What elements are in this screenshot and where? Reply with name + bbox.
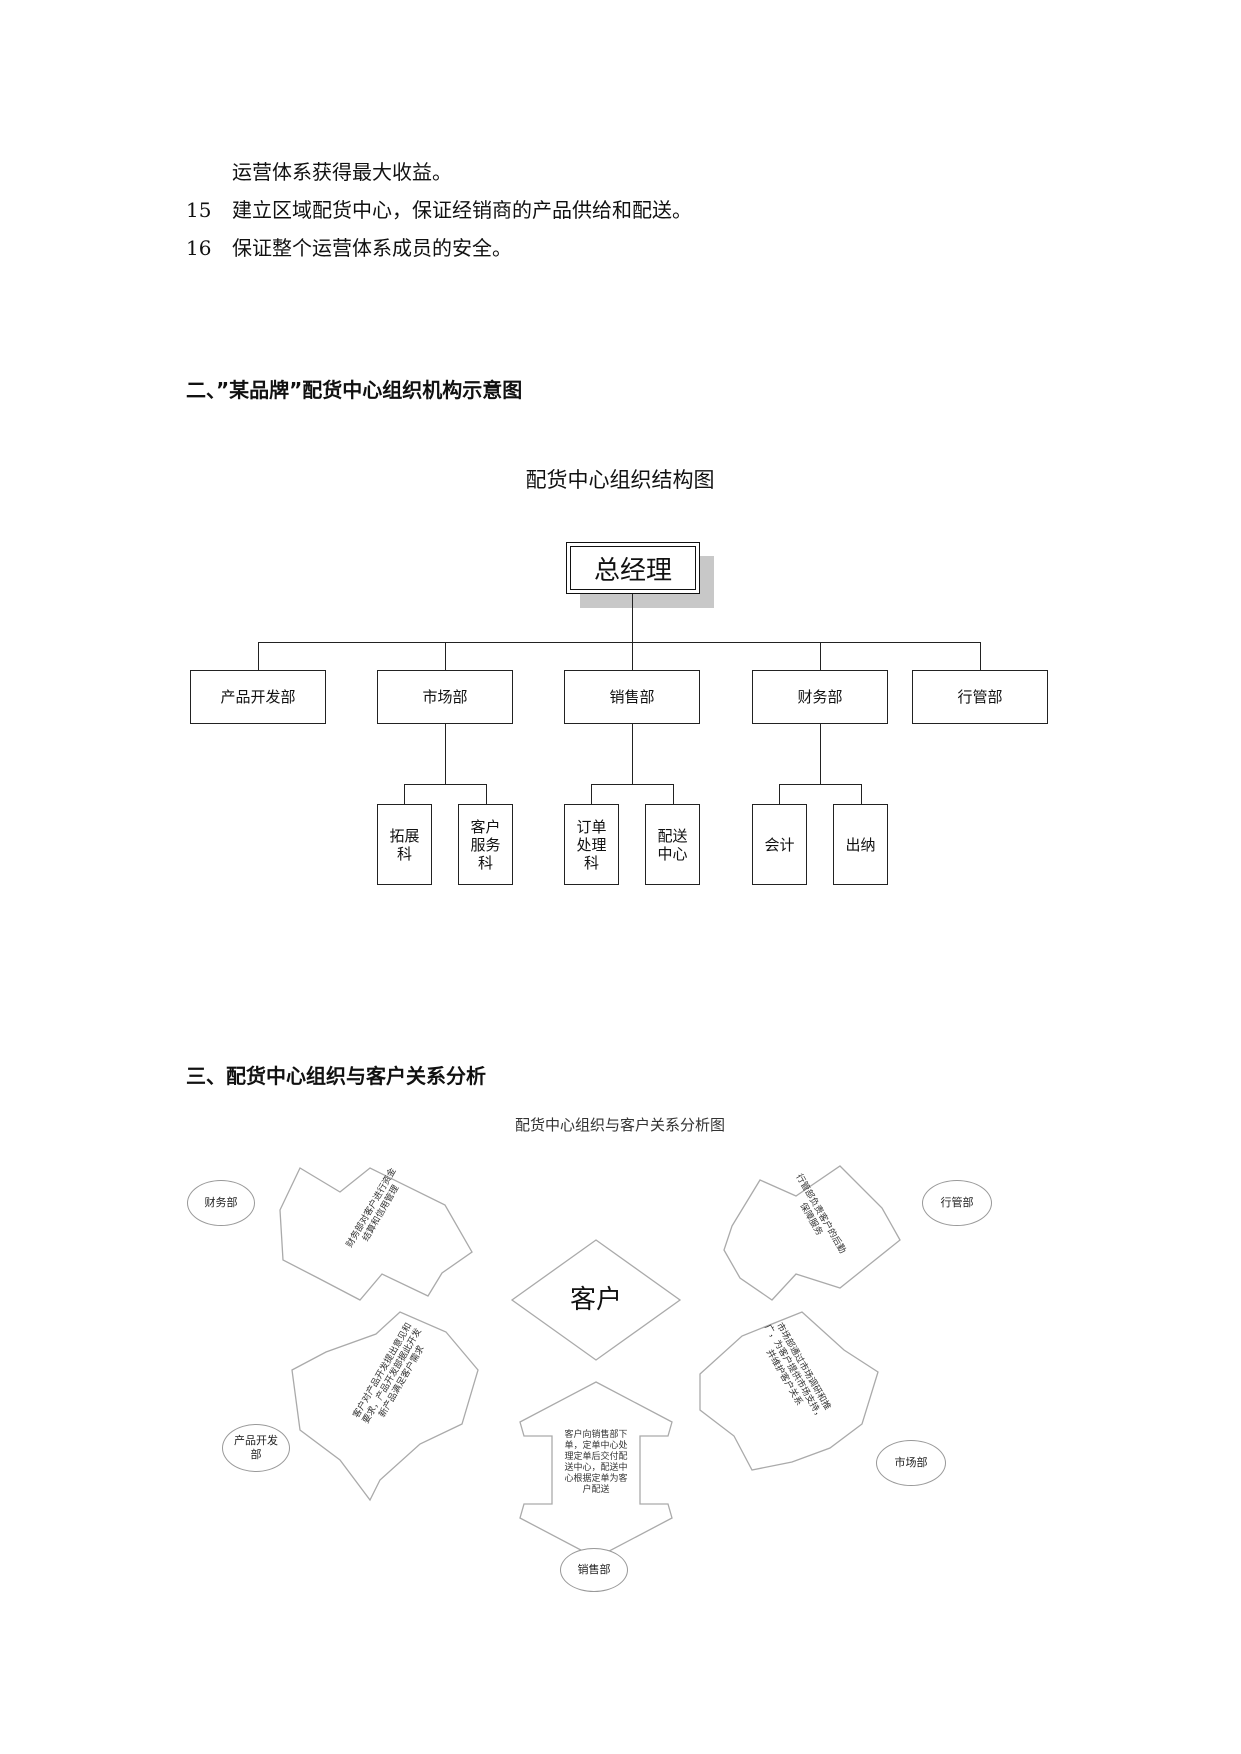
unit-distribution-center: 配送中心: [645, 804, 700, 885]
connector: [258, 642, 980, 643]
connector: [861, 784, 862, 804]
sales-arrow-text: 客户向销售部下单，定单中心处理定单后交付配送中心，配送中心根据定单为客户配送: [564, 1430, 628, 1495]
node-product-dev: 产品开发部: [222, 1424, 290, 1472]
node-finance: 财务部: [187, 1180, 255, 1226]
node-admin: 行管部: [922, 1180, 992, 1226]
org-chart-title: 配货中心组织结构图: [525, 468, 715, 492]
admin-arrow: [723, 1165, 901, 1301]
customer-label: 客户: [569, 1285, 622, 1315]
node-sales: 销售部: [560, 1548, 628, 1592]
connector: [820, 724, 821, 784]
section-heading-relationship: 三、配货中心组织与客户关系分析: [186, 1064, 486, 1088]
dept-admin: 行管部: [912, 670, 1048, 724]
connector: [820, 642, 821, 670]
dept-marketing: 市场部: [377, 670, 513, 724]
unit-accounting: 会计: [752, 804, 807, 885]
unit-order-processing: 订单处理科: [564, 804, 619, 885]
list-item-number: 16: [186, 236, 212, 260]
unit-expansion: 拓展科: [377, 804, 432, 885]
connector: [445, 724, 446, 784]
connector: [591, 784, 673, 785]
dept-product-dev: 产品开发部: [190, 670, 326, 724]
connector: [779, 784, 861, 785]
intro-continuation: 运营体系获得最大收益。: [232, 160, 452, 184]
connector: [591, 784, 592, 804]
connector: [632, 642, 633, 670]
connector: [404, 784, 405, 804]
section-heading-org: 二、”某品牌”配货中心组织机构示意图: [186, 378, 523, 402]
connector: [632, 724, 633, 784]
list-item-text: 保证整个运营体系成员的安全。: [232, 236, 512, 260]
connector: [486, 784, 487, 804]
node-market: 市场部: [876, 1440, 946, 1486]
market-arrow: [699, 1311, 879, 1471]
unit-customer-service: 客户服务科: [458, 804, 513, 885]
connector: [779, 784, 780, 804]
connector: [632, 594, 633, 642]
dept-sales: 销售部: [564, 670, 700, 724]
list-item-text: 建立区域配货中心，保证经销商的产品供给和配送。: [232, 198, 692, 222]
connector: [673, 784, 674, 804]
connector: [404, 784, 486, 785]
list-item-number: 15: [186, 198, 212, 222]
customer-diamond: [510, 1239, 682, 1361]
ceo-label: 总经理: [570, 546, 696, 590]
connector: [980, 642, 981, 670]
product-dev-arrow: [291, 1311, 479, 1502]
ceo-box: 总经理: [566, 542, 700, 594]
finance-arrow: [279, 1167, 473, 1301]
connector: [258, 642, 259, 670]
dept-finance: 财务部: [752, 670, 888, 724]
connector: [445, 642, 446, 670]
unit-cashier: 出纳: [833, 804, 888, 885]
relationship-diagram-title: 配货中心组织与客户关系分析图: [514, 1116, 725, 1134]
